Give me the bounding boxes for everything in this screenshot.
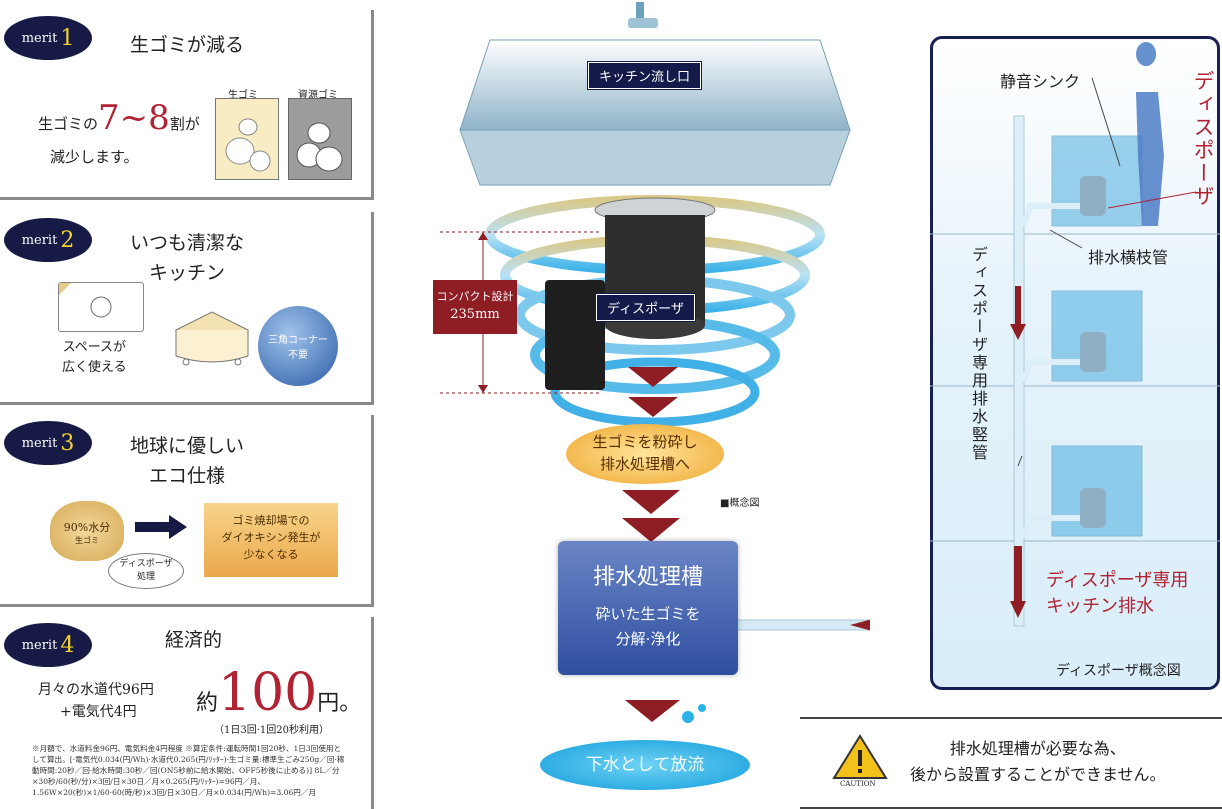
quiet-sink-label: 静音シンク — [1000, 72, 1081, 91]
recycle-waste-bag-label: 資源ゴミ — [298, 90, 338, 101]
tank-desc-2: 分解·浄化 — [615, 630, 681, 648]
merit-3-title: 地球に優しいエコ仕様 — [130, 435, 245, 487]
building-diagram — [930, 42, 1220, 627]
kitchen-drain-label: ディスポーザ専用キッチン排水 — [1046, 570, 1189, 617]
total-cost: 約100円。 — [196, 663, 362, 723]
water-cost: 月々の水道代96円 — [38, 682, 154, 698]
tank-desc-1: 砕いた生ゴミを — [595, 605, 701, 623]
sink-drain-label: キッチン流し口 — [588, 62, 702, 89]
caution-message: 排水処理槽が必要な為、後から設置することができません。 — [910, 739, 1166, 784]
merit-4-title: 経済的 — [165, 629, 223, 651]
merit-1-title: 生ゴミが減る — [130, 34, 245, 56]
recycle-waste-bag-icon — [288, 98, 352, 180]
electric-cost: +電気代4円 — [60, 704, 137, 720]
usage-note: （1日3回·1回20秒利用） — [214, 725, 329, 736]
caution-icon — [832, 734, 888, 779]
food-waste-bag-label: 生ゴミ — [228, 90, 258, 101]
right-arrow-icon — [135, 515, 187, 539]
concept-diagram-label: ディスポーザ概念図 — [1056, 663, 1181, 679]
concept-note: ■概念図 — [720, 498, 760, 509]
faucet-icon — [636, 2, 644, 24]
garbage-bundle-icon: 90%水分 生ゴミ — [50, 501, 124, 561]
dioxin-result-box: ゴミ焼却場でのダイオキシン発生が少なくなる — [204, 503, 338, 577]
discharge-label: 下水として放流 — [540, 740, 750, 790]
disposer-diagram — [440, 2, 870, 723]
process-bubble: ディスポーザ処理 — [108, 553, 184, 589]
calc-footnote: ※月額で、水道料金96円、電気料金4円程度 ※算定条件:運転時間1回20秒、1日… — [32, 744, 345, 797]
merit-1-line2: 減少します。 — [50, 148, 139, 166]
treatment-tank: 排水処理槽 砕いた生ゴミを 分解·浄化 — [558, 541, 738, 675]
grind-label: 生ゴミを粉砕し排水処理槽へ — [566, 424, 724, 484]
merit-1-line1: 生ゴミの7~8割が — [38, 98, 200, 138]
person-icon — [1136, 42, 1164, 226]
tank-title: 排水処理槽 — [592, 565, 703, 590]
merit-2-caption: スペースが広く使える — [62, 340, 127, 375]
food-waste-bag-icon — [215, 98, 279, 180]
triangle-corner-basket-icon — [172, 308, 252, 372]
disposer-label: ディスポーザ — [596, 294, 695, 321]
riser-pipe-label: ディスポーザ専用排水竪管 — [969, 246, 988, 462]
merit-2-title: いつも清潔なキッチン — [130, 232, 245, 284]
sink-top-view-icon — [58, 282, 144, 332]
disposer-vertical-label: ディスポーザ — [1191, 70, 1215, 208]
caution-icon-text: CAUTION — [840, 780, 876, 788]
caution-box — [800, 717, 1222, 809]
branch-pipe-label: 排水横枝管 — [1088, 248, 1169, 267]
no-corner-bubble: 三角コーナー不要 — [258, 306, 338, 386]
